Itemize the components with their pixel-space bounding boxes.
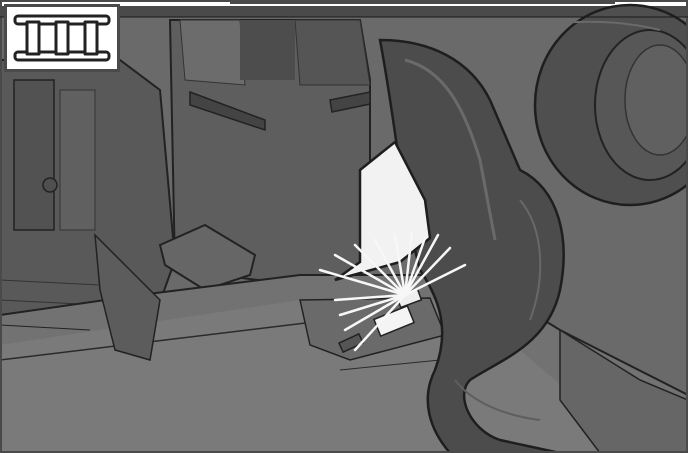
header-rule bbox=[0, 6, 688, 17]
step-badge bbox=[4, 4, 120, 72]
grip-handle bbox=[378, 38, 565, 453]
roman-numeral-three-icon bbox=[13, 14, 111, 62]
link-light-burst-icon bbox=[318, 230, 467, 352]
pointing-arrow-icon bbox=[334, 140, 432, 282]
